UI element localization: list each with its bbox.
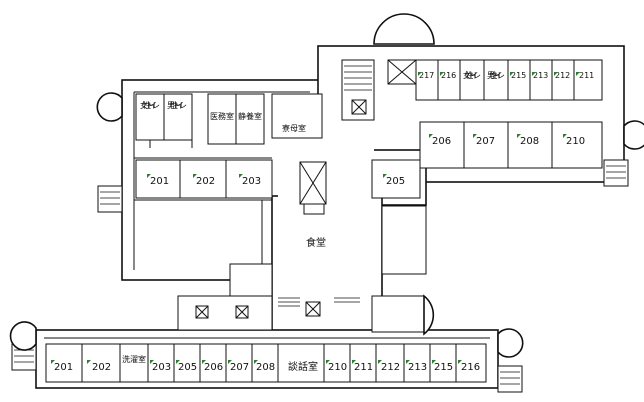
door-mark-icon bbox=[383, 174, 387, 178]
stairs-icon bbox=[278, 297, 360, 307]
lounge-label: 談話室 bbox=[288, 360, 318, 373]
room-203-s: 203 bbox=[152, 362, 171, 373]
room-213-s: 213 bbox=[408, 362, 427, 373]
medical-room-label: 医務室 bbox=[210, 111, 234, 121]
womens-toilet-east: 女性トイレ bbox=[463, 70, 481, 80]
door-mark-icon bbox=[510, 72, 514, 76]
room-201-n: 201 bbox=[150, 176, 169, 187]
room-215-s: 215 bbox=[434, 362, 453, 373]
door-mark-icon bbox=[432, 360, 436, 364]
door-mark-icon bbox=[150, 360, 154, 364]
door-marks bbox=[51, 72, 580, 364]
door-mark-icon bbox=[87, 360, 91, 364]
room-205-n: 205 bbox=[386, 176, 405, 187]
door-mark-icon bbox=[418, 72, 422, 76]
room-213-n: 213 bbox=[533, 71, 548, 80]
ne-upper-rooms bbox=[415, 59, 603, 101]
room-206-n: 206 bbox=[432, 136, 451, 147]
door-mark-icon bbox=[532, 72, 536, 76]
room-203-n: 203 bbox=[242, 176, 261, 187]
room-215-n: 215 bbox=[511, 71, 526, 80]
south-wing-rooms bbox=[44, 337, 490, 383]
stair-tower-south bbox=[423, 294, 435, 336]
room-201-s: 201 bbox=[54, 362, 73, 373]
room-217: 217 bbox=[419, 71, 434, 80]
room-202-s: 202 bbox=[92, 362, 111, 373]
door-mark-icon bbox=[458, 360, 462, 364]
nw-guest-rooms bbox=[135, 159, 273, 199]
door-mark-icon bbox=[176, 360, 180, 364]
door-mark-icon bbox=[202, 360, 206, 364]
fire-escapes bbox=[11, 159, 629, 393]
room-208-n: 208 bbox=[520, 136, 539, 147]
door-mark-icon bbox=[228, 360, 232, 364]
womens-toilet-label: 女性トイレ bbox=[140, 100, 160, 110]
door-mark-icon bbox=[576, 72, 580, 76]
door-mark-icon bbox=[193, 174, 197, 178]
door-mark-icon bbox=[406, 360, 410, 364]
room-208-s: 208 bbox=[256, 362, 275, 373]
stairs-icon bbox=[344, 65, 372, 91]
room-205-block bbox=[371, 159, 421, 199]
room-212-s: 212 bbox=[381, 362, 400, 373]
room-205-s: 205 bbox=[178, 362, 197, 373]
door-mark-icon bbox=[473, 134, 477, 138]
room-210-n: 210 bbox=[566, 136, 585, 147]
door-mark-icon bbox=[429, 134, 433, 138]
mens-toilet-east: 男性トイレ bbox=[487, 70, 505, 80]
room-216-s: 216 bbox=[461, 362, 480, 373]
room-202-n: 202 bbox=[196, 176, 215, 187]
room-206-s: 206 bbox=[204, 362, 223, 373]
laundry-label: 洗濯室 bbox=[122, 354, 146, 364]
ne-lower-rooms bbox=[419, 121, 603, 169]
door-mark-icon bbox=[51, 360, 55, 364]
room-211-s: 211 bbox=[354, 362, 373, 373]
room-210-s: 210 bbox=[328, 362, 347, 373]
mens-toilet bbox=[163, 93, 193, 141]
door-mark-icon bbox=[378, 360, 382, 364]
room-207-n: 207 bbox=[476, 136, 495, 147]
mens-toilet-label: 男性トイレ bbox=[167, 100, 187, 110]
ne-stair-elevator-block bbox=[341, 59, 417, 121]
round-bays bbox=[9, 92, 644, 358]
room-207-s: 207 bbox=[230, 362, 249, 373]
door-mark-icon bbox=[352, 360, 356, 364]
room-211-n: 211 bbox=[579, 71, 594, 80]
door-mark-icon bbox=[554, 72, 558, 76]
stair-tower-north bbox=[373, 13, 435, 45]
dorm-parent-room bbox=[271, 93, 323, 139]
rest-room bbox=[235, 93, 265, 145]
door-mark-icon bbox=[254, 360, 258, 364]
door-mark-icon bbox=[563, 134, 567, 138]
dining-label: 食堂 bbox=[306, 236, 326, 249]
room-212-n: 212 bbox=[555, 71, 570, 80]
door-mark-icon bbox=[440, 72, 444, 76]
door-mark-icon bbox=[147, 174, 151, 178]
dorm-parent-room-label: 寮母室 bbox=[282, 123, 306, 133]
room-216-n: 216 bbox=[441, 71, 456, 80]
rest-room-label: 静養室 bbox=[238, 111, 262, 121]
door-mark-icon bbox=[239, 174, 243, 178]
door-mark-icon bbox=[326, 360, 330, 364]
nw-service-rooms bbox=[135, 93, 323, 148]
door-mark-icon bbox=[517, 134, 521, 138]
